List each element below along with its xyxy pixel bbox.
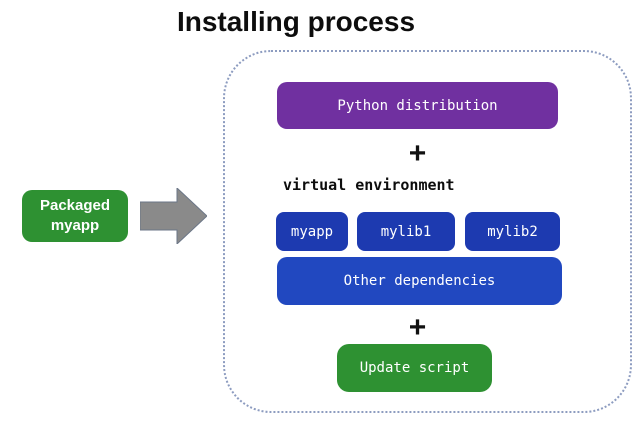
venv-package-mylib2-label: mylib2	[487, 223, 538, 240]
venv-package-mylib2-box: mylib2	[465, 212, 560, 251]
packaged-label-line1: Packaged	[39, 197, 111, 214]
venv-package-mylib1-label: mylib1	[380, 223, 432, 240]
python-distribution-box: Python distribution	[277, 82, 558, 129]
plus-sign-top: +	[408, 137, 427, 170]
other-dependencies-box: Other dependencies	[277, 257, 562, 305]
diagram-title: Installing process	[176, 6, 416, 37]
venv-package-myapp-label: myapp	[290, 223, 334, 240]
update-script-label: Update script	[359, 360, 470, 376]
packaged-myapp-box: Packaged myapp	[22, 190, 128, 242]
other-dependencies-label: Other dependencies	[343, 273, 496, 289]
packaged-label-line2: myapp	[50, 217, 100, 234]
python-distribution-label: Python distribution	[337, 97, 498, 114]
plus-sign-bottom: +	[408, 311, 427, 344]
install-target-container: Python distribution + virtual environmen…	[223, 50, 632, 413]
right-arrow-icon	[140, 188, 207, 244]
virtual-environment-label: virtual environment	[283, 176, 455, 194]
update-script-box: Update script	[337, 344, 492, 392]
venv-package-mylib1-box: mylib1	[357, 212, 455, 251]
venv-package-myapp-box: myapp	[276, 212, 348, 251]
